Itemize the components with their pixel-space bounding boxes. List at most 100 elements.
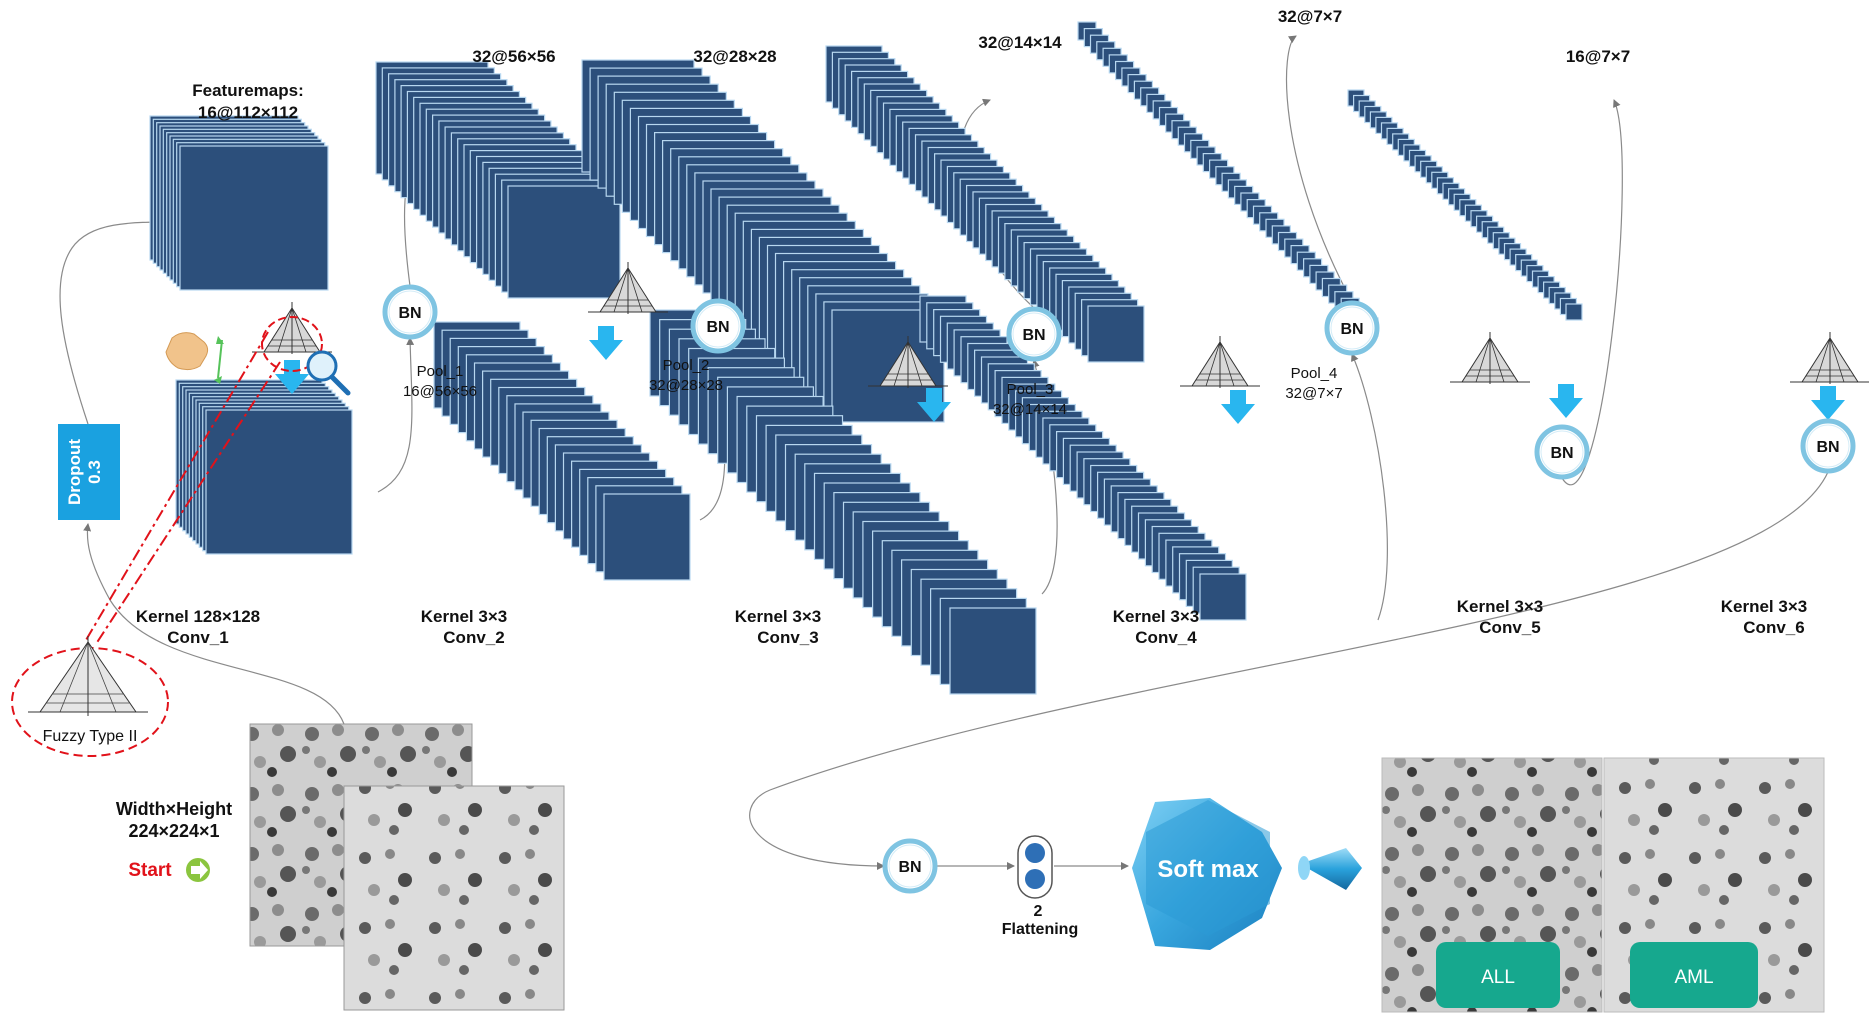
- output-all-label: ALL: [1481, 967, 1515, 988]
- feature-block-1: [149, 115, 329, 291]
- flatten-count: 2: [1034, 903, 1043, 920]
- down-arrow-icon: [1811, 386, 1845, 420]
- layer-3-kernel: Kernel 3×3: [735, 607, 821, 626]
- layer-4-kernel: Kernel 3×3: [1113, 607, 1199, 626]
- softmax-label: Soft max: [1157, 856, 1259, 883]
- output-aml-label: AML: [1674, 967, 1713, 988]
- connector-curve: [1351, 353, 1388, 621]
- feature-map-slice: [949, 607, 1037, 695]
- input-dim-label: Width×Height: [116, 799, 232, 819]
- layer-1-kernel: Kernel 128×128: [136, 607, 260, 626]
- fuzzy-highlight: [85, 316, 323, 645]
- layer-2-kernel: Kernel 3×3: [421, 607, 507, 626]
- fuzzy-type-label: Fuzzy Type II: [43, 728, 138, 745]
- feature-map-slice: [1087, 305, 1145, 363]
- feature-block-9: [1077, 21, 1379, 337]
- connector-curve: [1285, 35, 1353, 303]
- output-button-aml[interactable]: AML: [1630, 942, 1758, 1008]
- output-button-all[interactable]: ALL: [1436, 942, 1560, 1008]
- connector-curve: [749, 471, 1829, 870]
- layer-4-size: 32@14×14: [978, 33, 1062, 52]
- feature-block-10: [1347, 89, 1583, 321]
- feature-map-slice: [507, 185, 621, 299]
- layer-1-size: 16@112×112: [198, 103, 298, 122]
- layer-6-size: 16@7×7: [1566, 47, 1630, 66]
- down-arrow-icon: [1549, 384, 1583, 418]
- bn-label: BN: [1816, 439, 1839, 456]
- bn-label: BN: [398, 305, 421, 322]
- down-arrow-icon: [589, 326, 623, 360]
- down-arrows: [275, 326, 1845, 424]
- feature-block-8: [919, 295, 1247, 621]
- fuzzy-membership-icon: [1449, 331, 1531, 385]
- feature-map-slice: [603, 493, 691, 581]
- bn-node: BN: [1006, 306, 1062, 362]
- hand-icon: [165, 332, 224, 384]
- down-arrow-icon: [917, 388, 951, 422]
- bn-node: BN: [690, 298, 746, 354]
- input-size-label: 224×224×1: [128, 821, 219, 841]
- feature-block-4: [433, 321, 691, 581]
- pool-1-size: 16@56×56: [403, 383, 477, 400]
- bn-node: BN: [382, 284, 438, 340]
- connector-curve: [59, 218, 177, 425]
- down-arrow-icon: [1221, 390, 1255, 424]
- bn-label: BN: [1550, 445, 1573, 462]
- pool-1-name: Pool_1: [417, 363, 464, 380]
- magnifier-icon: [306, 350, 351, 396]
- feature-block-6: [649, 309, 1037, 695]
- bn-label: BN: [706, 319, 729, 336]
- fuzzy-membership-icon: [1179, 335, 1261, 389]
- output-cone: [1298, 848, 1362, 890]
- layer-5-size: 32@7×7: [1278, 7, 1342, 26]
- bn-label: BN: [1340, 321, 1363, 338]
- start-label: Start: [128, 860, 172, 881]
- fuzzy-type-ii-icon: Fuzzy Type II: [11, 636, 169, 757]
- feature-map-slice: [179, 145, 329, 291]
- batch-norm-circles: BN BN BN BN BN BN BN: [382, 284, 1856, 894]
- fuzzy-membership-icon: [251, 301, 333, 355]
- input-image-front: [343, 785, 565, 1011]
- softmax-hexagon: Soft max: [1132, 798, 1282, 950]
- bn-label: BN: [1022, 327, 1045, 344]
- layer-5-kernel: Kernel 3×3: [1457, 597, 1543, 616]
- layer-2-size: 32@56×56: [472, 47, 555, 66]
- dropout-label: Dropout: [65, 439, 84, 505]
- layer-1-name: Conv_1: [167, 628, 228, 647]
- feature-map-blocks: [149, 21, 1583, 695]
- bn-node: BN: [882, 838, 938, 894]
- flatten-label: Flattening: [1002, 921, 1078, 938]
- connector-curve: [377, 337, 415, 493]
- bn-node: BN: [1534, 424, 1590, 480]
- connector-curve: [1561, 99, 1623, 486]
- featuremap-title: Featuremaps:: [192, 81, 303, 100]
- layer-6-name: Conv_6: [1743, 618, 1804, 637]
- fuzzy-membership-icon: [1789, 331, 1869, 385]
- layer-3-size: 32@28×28: [693, 47, 776, 66]
- feature-block-2: [175, 379, 353, 555]
- pool-3-name: Pool_3: [1007, 381, 1054, 398]
- input-images: [249, 723, 565, 1011]
- layer-6-kernel: Kernel 3×3: [1721, 597, 1807, 616]
- pool-2-name: Pool_2: [663, 357, 710, 374]
- feature-block-7: [825, 45, 1145, 363]
- layer-4-name: Conv_4: [1135, 628, 1197, 647]
- pool-2-size: 32@28×28: [649, 377, 723, 394]
- start-arrow-icon: [186, 858, 210, 882]
- feature-map-slice: [205, 409, 353, 555]
- flatten-node: [1017, 835, 1053, 899]
- layer-5-name: Conv_5: [1479, 618, 1540, 637]
- pool-3-size: 32@14×14: [993, 401, 1067, 418]
- layer-3-name: Conv_3: [757, 628, 818, 647]
- down-arrow-icon: [275, 360, 309, 394]
- bn-node: BN: [1800, 418, 1856, 474]
- dropout-value: 0.3: [85, 460, 104, 484]
- bn-node: BN: [1324, 300, 1380, 356]
- bn-label: BN: [898, 859, 921, 876]
- pool-4-size: 32@7×7: [1285, 385, 1342, 402]
- connector-curve: [83, 523, 345, 725]
- pool-4-name: Pool_4: [1291, 365, 1338, 382]
- feature-map-slice: [1199, 573, 1247, 621]
- layer-2-name: Conv_2: [443, 628, 504, 647]
